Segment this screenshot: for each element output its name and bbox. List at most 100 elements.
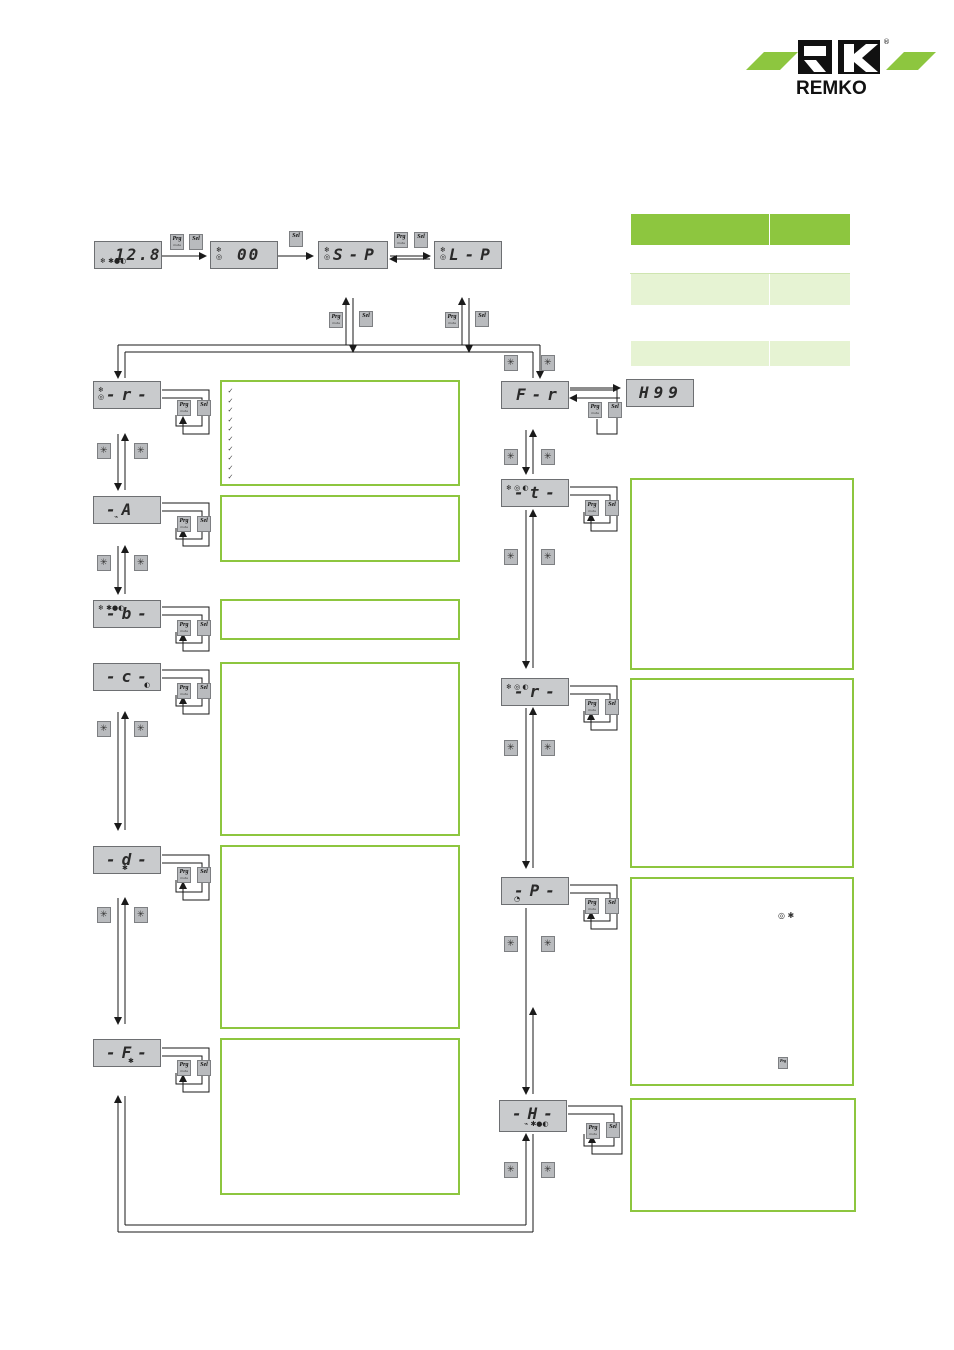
sel-button[interactable]: Sel [359,311,373,327]
sel-button[interactable]: Sel [605,500,619,516]
up-button[interactable]: ✳ [504,936,518,952]
lcd-text: H99 [639,383,683,402]
lcd-indicators: ❄ ◎ [216,246,223,261]
sel-button[interactable]: Sel [197,620,211,636]
menu-f-description-box [220,1038,460,1195]
legend-header-cell [769,214,850,246]
menu-c-description-box [220,662,460,836]
prg-label: Prg [780,1058,786,1063]
lcd-access-code: 00 ❄ ◎ [210,241,278,269]
up-button[interactable]: ✳ [504,355,518,371]
sel-button[interactable]: Sel [197,867,211,883]
asterisk-down-arrow-icon: ✳ [544,743,552,753]
sel-button[interactable]: Sel [197,683,211,699]
prg-label: Prg [590,404,600,410]
sel-button[interactable]: Sel [197,516,211,532]
up-button[interactable]: ✳ [504,449,518,465]
sel-button[interactable]: Sel [189,234,203,250]
menu-r2-description-box [630,678,854,868]
remko-logo-graphic [746,40,936,74]
legend-cell [630,304,770,341]
sel-button[interactable]: Sel [197,400,211,416]
asterisk-down-arrow-icon: ✳ [137,558,145,568]
p-box-icons: ◎ ✱ [778,911,795,920]
sel-button[interactable]: Sel [197,1060,211,1076]
down-button[interactable]: ✳ [134,907,148,923]
down-button[interactable]: ✳ [541,740,555,756]
sel-button[interactable]: Sel [605,898,619,914]
asterisk-down-arrow-icon: ✳ [137,724,145,734]
mute-label: mute [332,321,340,325]
mute-label: mute [397,241,405,245]
sel-button[interactable]: Sel [606,1122,620,1138]
sel-label: Sel [200,869,208,875]
prg-label: Prg [179,1062,189,1068]
checklist-ticks: ✓ ✓ ✓ ✓ ✓ ✓ ✓ ✓ ✓ ✓ [228,386,233,482]
legend-header-cell [630,214,770,246]
legend-cell [630,273,770,305]
lcd-text: -r- [106,385,153,404]
menu-p-description-box: ◎ ✱ Prg [630,877,854,1086]
lcd-menu-t: -t- ❄ ◎ ◐ [501,479,569,507]
lcd-text: -c- [106,667,153,686]
mute-label: mute [180,692,188,696]
down-button[interactable]: ✳ [541,936,555,952]
sel-button[interactable]: Sel [414,232,428,248]
lcd-indicators: ❄ ◎ [440,246,447,261]
down-button[interactable]: ✳ [541,549,555,565]
sel-button[interactable]: Sel [289,231,303,247]
up-button[interactable]: ✳ [97,443,111,459]
down-button[interactable]: ✳ [134,721,148,737]
up-button[interactable]: ✳ [97,907,111,923]
sel-button[interactable]: Sel [608,402,622,418]
up-button[interactable]: ✳ [504,549,518,565]
prg-label: Prg [179,518,189,524]
lcd-text: -P- [514,881,561,900]
asterisk-down-arrow-icon: ✳ [137,446,145,456]
down-button[interactable]: ✳ [541,449,555,465]
prg-label: Prg [587,900,597,906]
sel-label: Sel [200,685,208,691]
prg-label: Prg [587,502,597,508]
sel-button[interactable]: Sel [605,699,619,715]
legend-table [630,214,850,366]
mute-label: mute [588,907,596,911]
up-button[interactable]: ✳ [504,740,518,756]
sel-label: Sel [200,622,208,628]
lcd-s-p: S-P ❄ ◎ [318,241,388,269]
sel-label: Sel [362,313,370,319]
asterisk-down-arrow-icon: ✳ [137,910,145,920]
up-button[interactable]: ✳ [504,1162,518,1178]
lcd-text: -t- [514,483,561,502]
lcd-menu-b: -b- ❄ ✱●◐ [93,600,161,628]
up-button[interactable]: ✳ [97,721,111,737]
lcd-text: -H- [512,1104,559,1123]
legend-cell [769,304,850,341]
prg-label: Prg [172,236,182,242]
up-button[interactable]: ✳ [97,555,111,571]
down-button[interactable]: ✳ [541,355,555,371]
down-button[interactable]: ✳ [134,443,148,459]
down-button[interactable]: ✳ [134,555,148,571]
sel-button[interactable]: Sel [475,311,489,327]
lcd-indicators: ◐ [144,681,151,689]
legend-cell [769,245,850,274]
lcd-indicators: ❄ ◎ ◐ [506,484,529,492]
down-button[interactable]: ✳ [541,1162,555,1178]
asterisk-up-arrow-icon: ✳ [100,910,108,920]
